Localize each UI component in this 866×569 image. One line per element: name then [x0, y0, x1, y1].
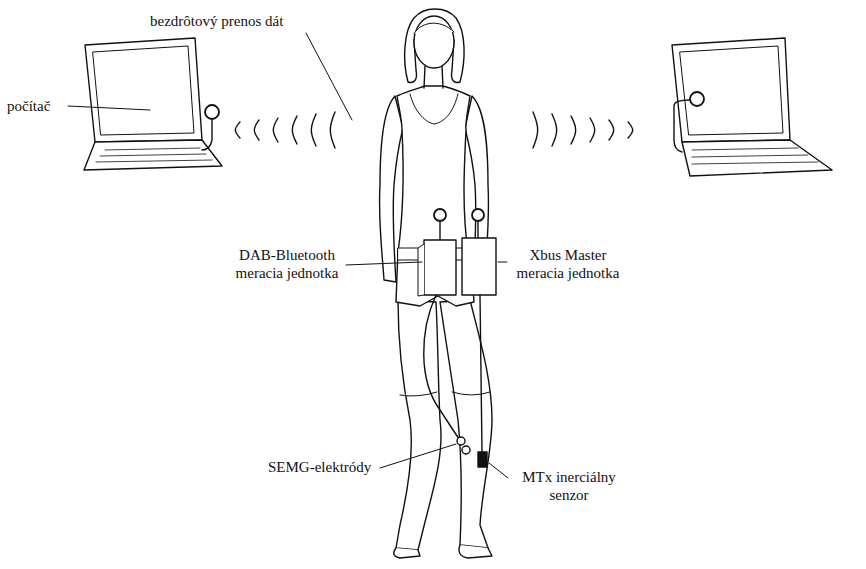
part-label: počítač: [7, 97, 50, 115]
wave-arc: [311, 114, 316, 146]
wave-arc: [533, 112, 538, 148]
wave-arc: [609, 120, 614, 140]
electrode: [457, 437, 465, 445]
part-label: SEMG-elektródy: [268, 458, 371, 476]
sensor-wire: [480, 295, 482, 452]
inertial-sensor: [478, 452, 487, 467]
wave-arc: [292, 116, 297, 144]
wave-arc: [628, 122, 633, 138]
wave-arc: [552, 114, 557, 146]
measuring-unit: [418, 209, 456, 296]
electrode-wire: [424, 295, 460, 440]
wave-arc: [273, 118, 278, 142]
electrode: [462, 446, 470, 454]
part-label: MTx inerciálny senzor: [511, 468, 627, 504]
wave-arc: [590, 118, 595, 142]
wave-arc: [254, 120, 259, 140]
part-label: Xbus Master meracia jednotka: [509, 246, 627, 282]
leader-lines: [68, 33, 508, 478]
laptop: [672, 38, 832, 176]
part-label: bezdrôtový prenos dát: [150, 12, 283, 30]
wave-arc: [235, 122, 240, 138]
wave-arc: [330, 112, 335, 148]
part-label: DAB-Bluetooth meracia jednotka: [226, 246, 348, 282]
measuring-unit: [462, 209, 496, 295]
laptop: [84, 38, 222, 170]
wave-arc: [571, 116, 576, 144]
